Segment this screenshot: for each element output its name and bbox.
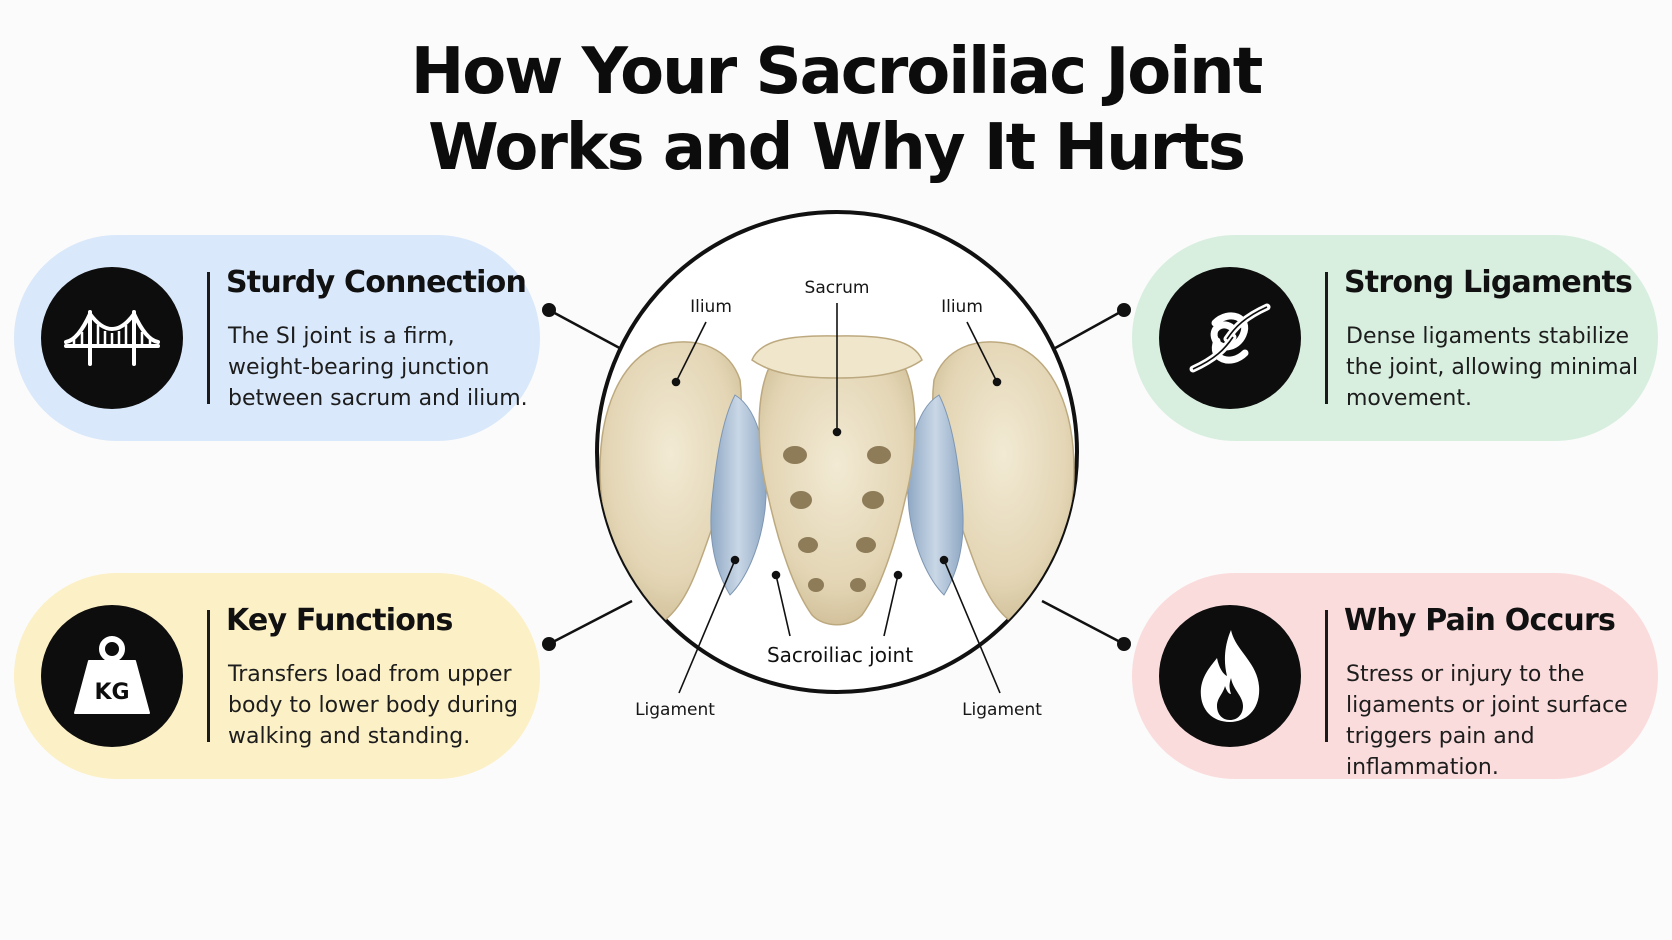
card-title: Key Functions — [226, 603, 453, 638]
card-divider — [207, 272, 210, 404]
title-line-2: Works and Why It Hurts — [428, 111, 1246, 185]
label-sacrum: Sacrum — [805, 278, 870, 298]
card-text: Stress or injury to the ligaments or joi… — [1346, 662, 1628, 780]
label-ligament-right: Ligament — [962, 700, 1042, 720]
card-title: Sturdy Connection — [226, 265, 527, 300]
card-divider — [1325, 272, 1328, 404]
label-sacroiliac-joint: Sacroiliac joint — [767, 643, 913, 667]
label-ligament-left: Ligament — [635, 700, 715, 720]
card-divider — [1325, 610, 1328, 742]
card-title: Why Pain Occurs — [1344, 603, 1616, 638]
card-why-pain-occurs: Why Pain Occurs Stress or injury to the … — [1132, 573, 1658, 780]
pelvis-illustration — [599, 335, 1075, 626]
bridge-icon — [41, 267, 183, 409]
connector-lines — [548, 308, 1125, 646]
weight-icon: KG — [41, 605, 183, 747]
page-title: How Your Sacroiliac Joint Works and Why … — [0, 34, 1672, 186]
pointer-lines — [671, 303, 1002, 694]
card-sturdy-connection: Sturdy Connection The SI joint is a firm… — [14, 235, 540, 441]
card-title: Strong Ligaments — [1344, 265, 1633, 300]
label-ilium-left: Ilium — [690, 297, 732, 317]
card-divider — [207, 610, 210, 742]
card-text: Dense ligaments stabilize the joint, all… — [1346, 324, 1639, 411]
connector-dots — [542, 303, 1131, 651]
knot-icon — [1159, 267, 1301, 409]
flame-icon — [1159, 605, 1301, 747]
card-key-functions: KG Key Functions Transfers load from upp… — [14, 573, 540, 779]
label-ilium-right: Ilium — [941, 297, 983, 317]
card-text: The SI joint is a firm, weight-bearing j… — [228, 324, 528, 411]
card-text: Transfers load from upper body to lower … — [228, 662, 518, 749]
weight-icon-label: KG — [94, 680, 129, 705]
card-strong-ligaments: Strong Ligaments Dense ligaments stabili… — [1132, 235, 1658, 441]
title-line-1: How Your Sacroiliac Joint — [410, 35, 1264, 109]
sacral-foramina — [783, 446, 891, 592]
